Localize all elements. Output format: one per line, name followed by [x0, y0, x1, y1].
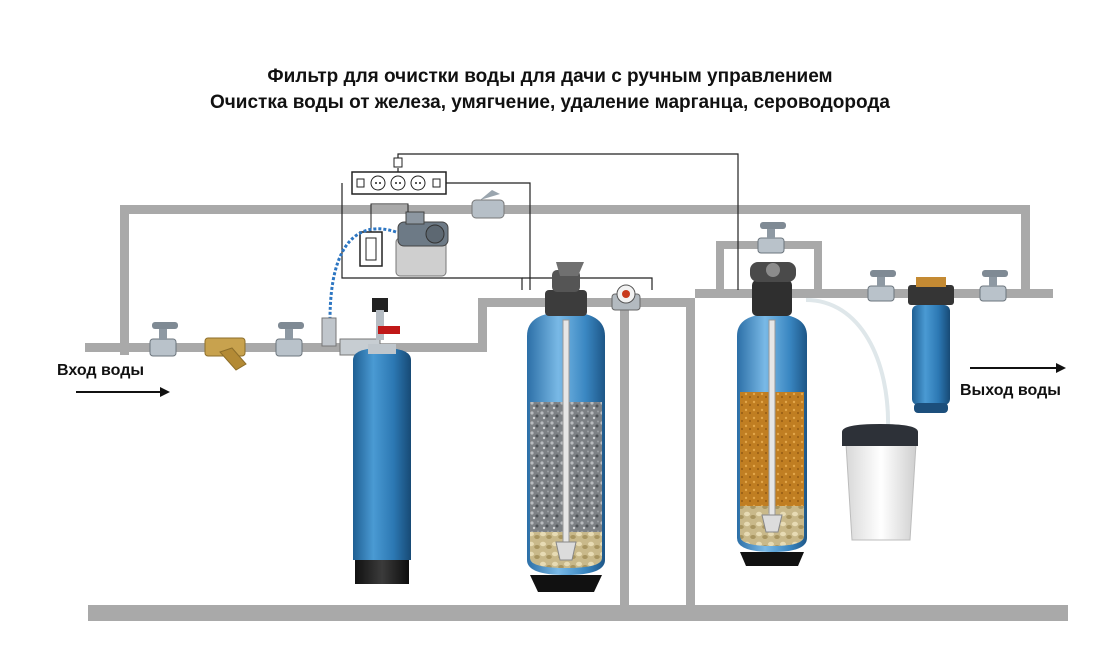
- outlet-arrow-icon: [970, 363, 1066, 373]
- diagram-title-line-1: Фильтр для очистки воды для дачи с ручны…: [267, 66, 833, 87]
- diagram-title-line-2: Очистка воды от железа, умягчение, удале…: [210, 92, 890, 113]
- compressor-icon: [359, 203, 449, 277]
- inlet-label: Вход воды: [57, 362, 145, 379]
- control-relay-panel: [351, 157, 447, 195]
- control-wires: [341, 153, 739, 290]
- bypass-pipe: [120, 205, 1030, 355]
- drain-pipe: [88, 605, 1068, 621]
- softener-bypass-valve-icon: [757, 222, 786, 254]
- softener-filter: [737, 262, 807, 566]
- air-hose: [328, 227, 397, 321]
- shutoff-ball-valve-icon: [275, 322, 304, 357]
- water-meter-icon: [611, 284, 641, 311]
- aeration-tank: [353, 344, 411, 584]
- cartridge-filter: [908, 277, 954, 413]
- pressure-gauge-icon: [372, 298, 400, 340]
- bypass-air-valve-icon: [471, 190, 505, 219]
- outlet-ball-valve-icon: [979, 270, 1008, 302]
- cartridge-inlet-valve-icon: [867, 270, 896, 302]
- inlet-ball-valve-icon: [149, 322, 178, 357]
- brine-line: [805, 298, 891, 431]
- salt-brine-tank: [842, 424, 918, 541]
- iron-removal-filter: [527, 262, 605, 592]
- outlet-label: Выход воды: [960, 382, 1061, 399]
- inlet-arrow-icon: [76, 387, 170, 397]
- y-strainer-icon: [204, 337, 247, 371]
